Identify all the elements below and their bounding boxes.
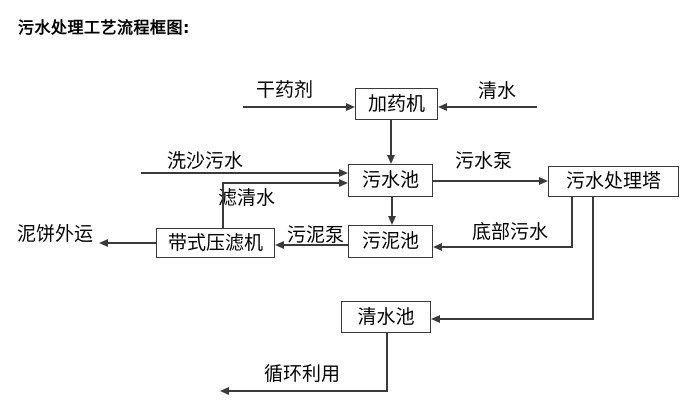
arrowhead-sludge-pump-icon [275,241,284,249]
line-bottom-sewage-v [571,197,573,248]
line-bottom-sewage-h [442,246,573,248]
arrowhead-dry-chemical-icon [346,103,355,111]
node-sludge-pool-label: 污泥池 [361,230,419,252]
label-sand-washing-sewage: 洗沙污水 [167,150,244,172]
arrowhead-dosing-down-icon [387,155,395,164]
line-clean-pool-in [440,318,594,320]
arrowhead-sewage-sludge-icon [388,216,396,225]
node-sewage-pool-label: 污水池 [361,169,419,191]
label-recycle: 循环利用 [264,363,341,385]
node-clean-water-pool-label: 清水池 [357,305,415,328]
arrowhead-clean-pool-in-icon [431,315,440,323]
line-filtered-water-h [222,182,339,184]
arrowhead-sewage-pump-icon [539,177,548,185]
node-belt-filter-press: 带式压滤机 [156,228,275,258]
arrowhead-filtered-water-icon [339,179,348,187]
arrowhead-bottom-sewage-icon [433,243,442,251]
arrowhead-clean-water-icon [438,103,447,111]
node-treatment-tower: 污水处理塔 [548,166,679,197]
label-clean-water: 清水 [478,80,517,102]
line-recycle [229,390,388,392]
line-filtered-water-v [222,184,224,228]
label-sludge-pump: 污泥泵 [287,224,345,246]
node-clean-water-pool: 清水池 [341,301,431,333]
line-dosing-to-sewage-pool [390,120,392,155]
label-mud-cake-out: 泥饼外运 [17,223,94,245]
line-sludge-pump [284,244,348,246]
line-sewage-pump [433,180,539,182]
line-mud-cake-out [108,242,156,244]
label-sewage-pump: 污水泵 [455,150,513,172]
node-sewage-pool: 污水池 [348,164,433,197]
node-dosing-machine: 加药机 [355,88,438,120]
line-clean-pool-down [386,333,388,392]
line-dry-chemical [243,106,346,108]
line-sand-washing-sewage [141,172,339,174]
label-bottom-sewage: 底部污水 [472,221,549,243]
label-dry-chemical: 干药剂 [256,79,314,101]
line-sewage-to-sludge-pool [391,197,393,216]
line-clean-water [447,106,537,108]
node-treatment-tower-label: 污水处理塔 [565,170,661,192]
page-title: 污水处理工艺流程框图: [18,18,190,37]
arrowhead-recycle-icon [220,387,229,395]
node-sludge-pool: 污泥池 [348,225,433,258]
arrowhead-sand-washing-icon [339,169,348,177]
arrowhead-mud-cake-icon [99,239,108,247]
line-tower-to-clean-pool-v [592,197,594,320]
node-belt-filter-press-label: 带式压滤机 [167,231,263,254]
label-filtered-water: 滤清水 [218,187,276,209]
node-dosing-machine-label: 加药机 [367,92,425,115]
